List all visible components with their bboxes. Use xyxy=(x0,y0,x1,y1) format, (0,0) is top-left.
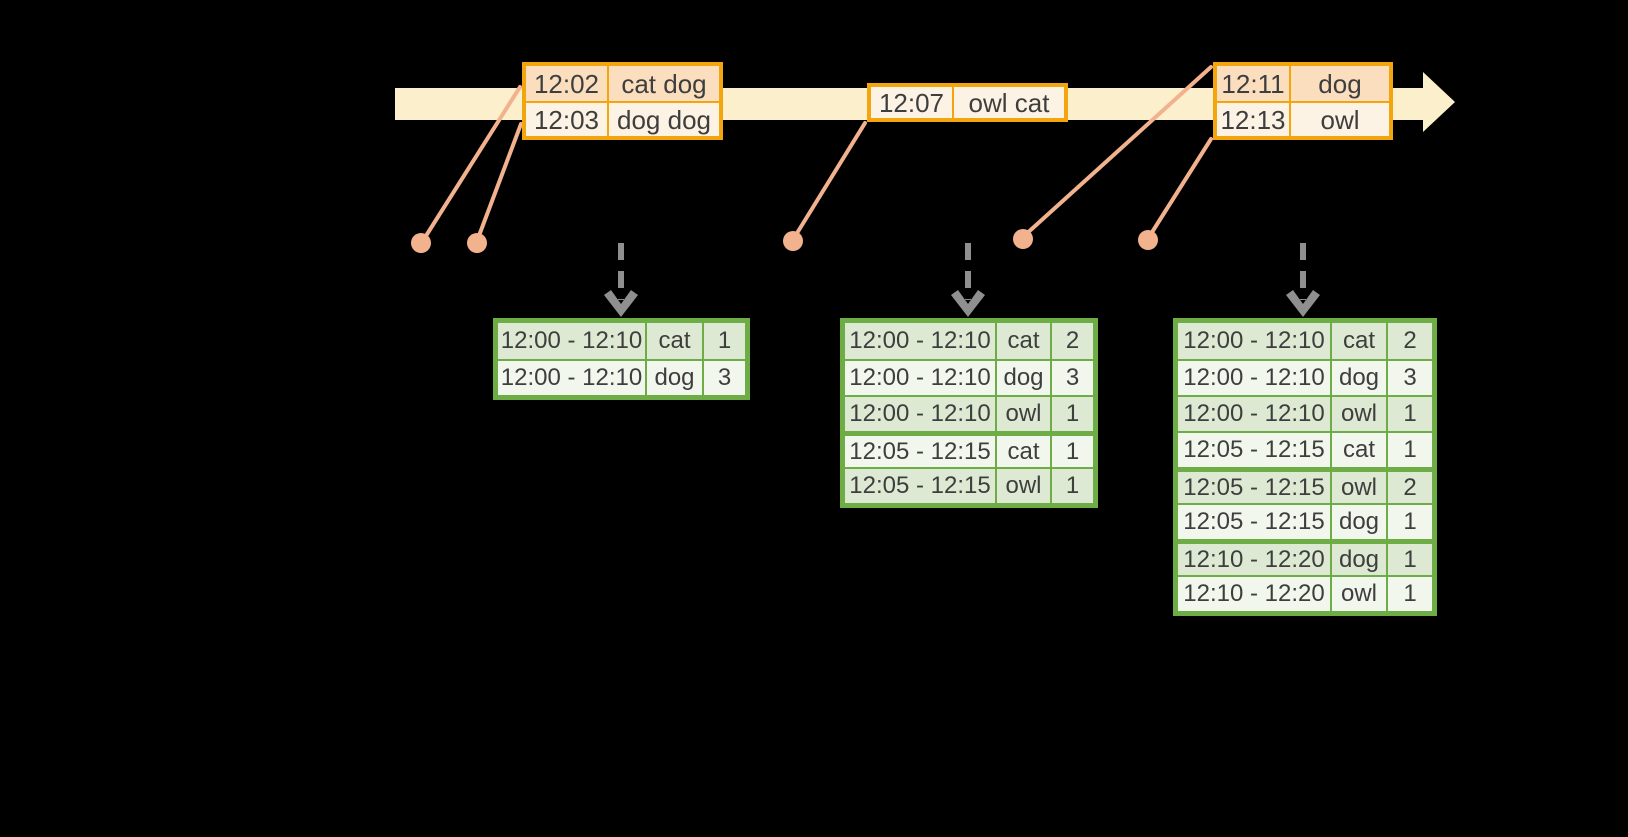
result-word: owl xyxy=(995,467,1050,503)
event-dot-icon xyxy=(783,231,803,251)
timeline-arrowhead-icon xyxy=(1423,72,1455,132)
result-count: 3 xyxy=(1386,359,1432,395)
event-words: dog dog xyxy=(607,101,719,136)
result-count: 1 xyxy=(1050,467,1093,503)
result-count: 1 xyxy=(1386,539,1432,575)
result-window: 12:05 - 12:15 xyxy=(1178,431,1330,467)
event-dot-icon xyxy=(467,233,487,253)
event-dot-icon xyxy=(1013,229,1033,249)
event-time: 12:13 xyxy=(1217,101,1289,136)
result-count: 2 xyxy=(1050,323,1093,359)
event-table-2: 12:07 owl cat xyxy=(867,83,1068,122)
event-time: 12:07 xyxy=(871,87,952,118)
result-window: 12:00 - 12:10 xyxy=(1178,323,1330,359)
result-count: 1 xyxy=(1386,503,1432,539)
event-words: owl xyxy=(1289,101,1389,136)
result-count: 1 xyxy=(1050,431,1093,467)
result-window: 12:00 - 12:10 xyxy=(845,359,995,395)
result-word: cat xyxy=(995,323,1050,359)
result-count: 1 xyxy=(1386,431,1432,467)
event-dot-icon xyxy=(1138,230,1158,250)
result-count: 1 xyxy=(702,323,745,359)
connector-line-12-02 xyxy=(422,85,522,241)
result-word: dog xyxy=(1330,539,1386,575)
trigger-arrow-icon xyxy=(1286,243,1320,317)
result-word: cat xyxy=(645,323,702,359)
result-table-1: 12:00 - 12:10 cat 1 12:00 - 12:10 dog 3 xyxy=(493,318,750,400)
result-window: 12:05 - 12:15 xyxy=(1178,467,1330,503)
result-count: 2 xyxy=(1386,323,1432,359)
event-words: cat dog xyxy=(607,66,719,101)
event-words: dog xyxy=(1289,66,1389,101)
trigger-arrow-icon xyxy=(951,243,985,317)
result-word: dog xyxy=(995,359,1050,395)
result-word: dog xyxy=(1330,503,1386,539)
event-time: 12:11 xyxy=(1217,66,1289,101)
result-word: cat xyxy=(1330,431,1386,467)
result-count: 1 xyxy=(1386,575,1432,611)
result-word: owl xyxy=(1330,395,1386,431)
result-table-3: 12:00 - 12:10 cat 2 12:00 - 12:10 dog 3 … xyxy=(1173,318,1437,616)
result-count: 2 xyxy=(1386,467,1432,503)
result-word: owl xyxy=(995,395,1050,431)
result-count: 1 xyxy=(1050,395,1093,431)
result-window: 12:00 - 12:10 xyxy=(845,395,995,431)
event-dots xyxy=(411,229,1158,253)
result-count: 1 xyxy=(1386,395,1432,431)
connector-line-12-03 xyxy=(475,122,523,243)
result-word: dog xyxy=(1330,359,1386,395)
result-window: 12:00 - 12:10 xyxy=(845,323,995,359)
trigger-arrow-icon xyxy=(604,243,638,317)
event-table-1: 12:02 cat dog 12:03 dog dog xyxy=(522,62,723,140)
event-table-3: 12:11 dog 12:13 owl xyxy=(1213,62,1393,140)
result-window: 12:00 - 12:10 xyxy=(1178,359,1330,395)
event-time: 12:02 xyxy=(526,66,607,101)
result-count: 3 xyxy=(702,359,745,395)
result-word: dog xyxy=(645,359,702,395)
result-window: 12:00 - 12:10 xyxy=(1178,395,1330,431)
result-window: 12:10 - 12:20 xyxy=(1178,539,1330,575)
result-table-2: 12:00 - 12:10 cat 2 12:00 - 12:10 dog 3 … xyxy=(840,318,1098,508)
result-word: owl xyxy=(1330,467,1386,503)
result-word: cat xyxy=(995,431,1050,467)
result-word: owl xyxy=(1330,575,1386,611)
event-dot-icon xyxy=(411,233,431,253)
result-window: 12:10 - 12:20 xyxy=(1178,575,1330,611)
result-word: cat xyxy=(1330,323,1386,359)
event-time: 12:03 xyxy=(526,101,607,136)
result-count: 3 xyxy=(1050,359,1093,395)
connector-line-12-11 xyxy=(1022,65,1213,238)
result-window: 12:05 - 12:15 xyxy=(845,467,995,503)
connector-line-12-13 xyxy=(1147,137,1213,239)
result-window: 12:00 - 12:10 xyxy=(498,359,645,395)
result-window: 12:05 - 12:15 xyxy=(1178,503,1330,539)
result-window: 12:00 - 12:10 xyxy=(498,323,645,359)
connector-line-12-07 xyxy=(792,121,867,240)
event-connectors xyxy=(422,65,1213,243)
result-window: 12:05 - 12:15 xyxy=(845,431,995,467)
trigger-arrows xyxy=(604,243,1320,317)
event-words: owl cat xyxy=(952,87,1064,118)
